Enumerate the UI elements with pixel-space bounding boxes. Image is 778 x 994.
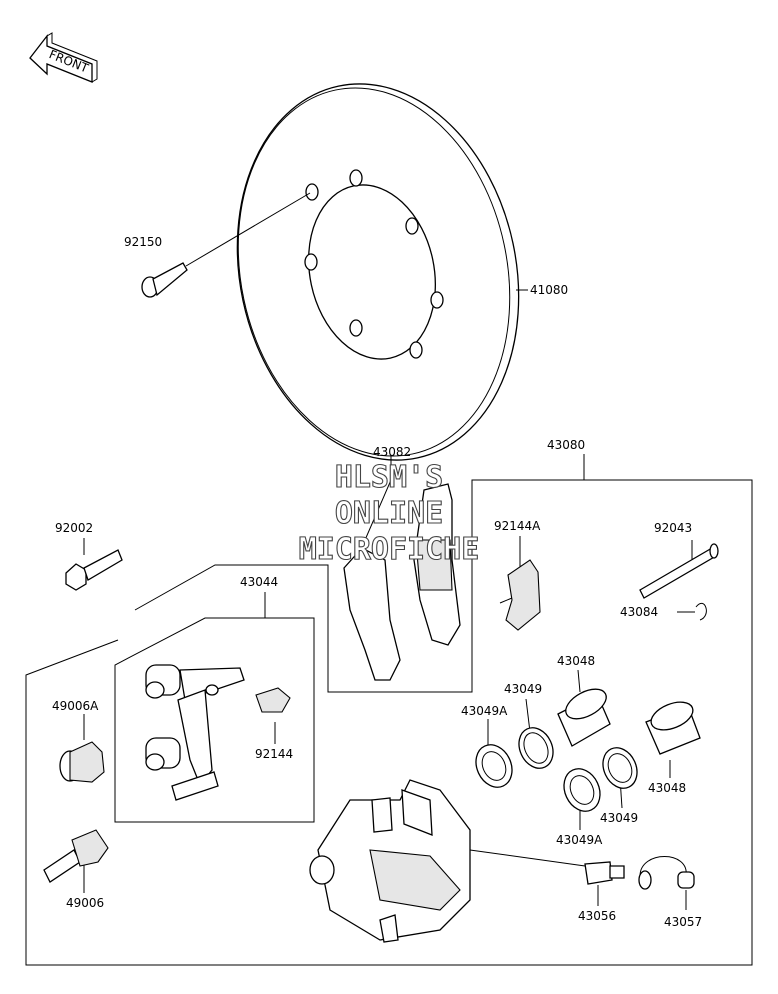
part-label-43049A-bottom: 43049A [556, 833, 603, 847]
clip-92144 [255, 687, 291, 713]
bolt-92002 [65, 549, 123, 591]
part-label-43048-right: 43048 [648, 781, 686, 795]
cap-43057 [638, 856, 695, 890]
leader-lines [25, 289, 753, 966]
part-label-49006A: 49006A [52, 699, 99, 713]
part-label-41080: 41080 [530, 283, 568, 297]
caliper-body [309, 779, 586, 943]
bleeder-43056 [584, 861, 625, 885]
part-label-43084: 43084 [620, 605, 658, 619]
part-label-92002: 92002 [55, 521, 93, 535]
part-label-43056: 43056 [578, 909, 616, 923]
part-label-49006: 49006 [66, 896, 104, 910]
watermark-line-1: HLSM'S [335, 460, 443, 495]
watermark-line-3: MICROFICHE [299, 532, 480, 567]
caliper-bracket [145, 664, 245, 801]
part-label-92144A: 92144A [494, 519, 541, 533]
part-label-92144: 92144 [255, 747, 293, 761]
part-label-43044: 43044 [240, 575, 278, 589]
piston-43048-right [645, 701, 701, 755]
part-label-43049-top: 43049 [504, 682, 542, 696]
part-label-43049A-left: 43049A [461, 704, 508, 718]
part-label-43057: 43057 [664, 915, 702, 929]
piston-43048-top [557, 688, 611, 747]
brake-disc [236, 83, 520, 461]
boot-49006 [43, 829, 109, 883]
bolt-92150 [141, 192, 311, 298]
brake-pads [343, 483, 461, 681]
pad-spring-92144A [499, 559, 541, 631]
seals [475, 727, 638, 812]
part-labels: 92150 41080 43082 43080 92002 92144A 920… [52, 235, 702, 929]
part-label-92043: 92043 [654, 521, 692, 535]
boot-49006A [59, 741, 105, 783]
part-label-43080: 43080 [547, 438, 585, 452]
part-label-43048-top: 43048 [557, 654, 595, 668]
watermark-line-2: ONLINE [335, 496, 443, 531]
pin-92043 [639, 543, 719, 621]
part-label-43049-right: 43049 [600, 811, 638, 825]
front-arrow-icon: FRONT [29, 32, 98, 83]
watermark: HLSM'S ONLINE MICROFICHE [298, 459, 480, 567]
part-label-92150: 92150 [124, 235, 162, 249]
part-label-43082: 43082 [373, 445, 411, 459]
